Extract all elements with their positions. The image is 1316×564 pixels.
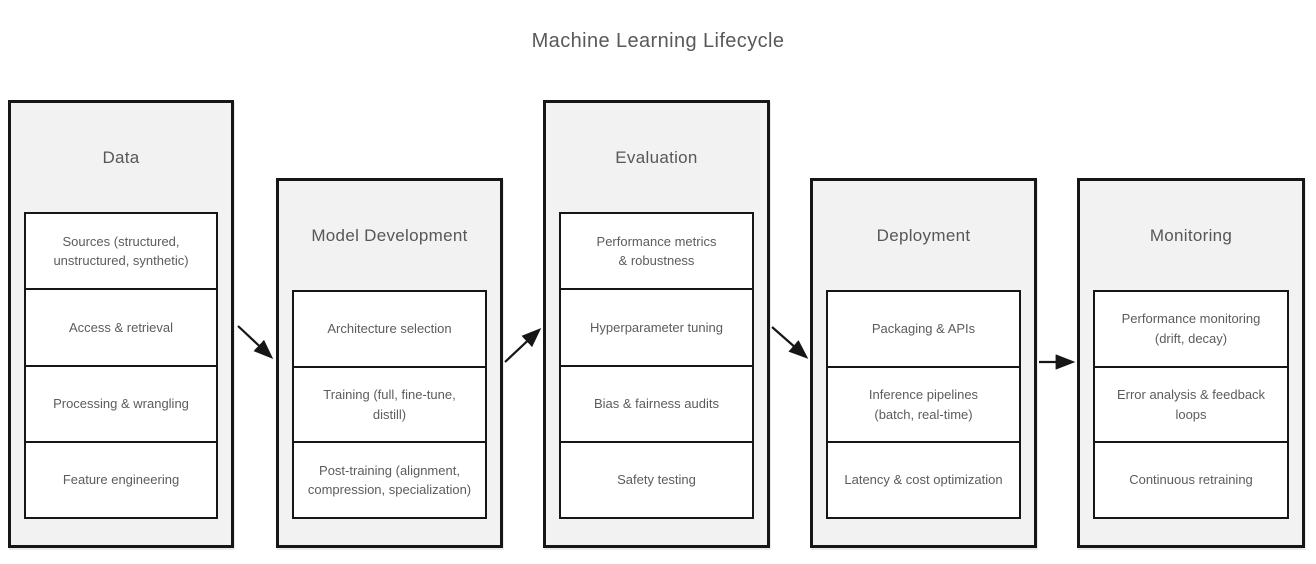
stage-model-development: Model Development Architecture selection… bbox=[276, 178, 503, 548]
stage-item: Post-training (alignment, compression, s… bbox=[292, 441, 487, 520]
stage-monitoring-title: Monitoring bbox=[1149, 225, 1233, 245]
stage-item: Performance metrics & robustness bbox=[559, 212, 754, 291]
stage-deployment-title: Deployment bbox=[876, 225, 971, 245]
arrow-evaluation-to-deployment-icon bbox=[771, 326, 809, 359]
stage-item: Performance monitoring (drift, decay) bbox=[1093, 290, 1289, 368]
stage-data-title: Data bbox=[102, 147, 140, 167]
stage-item: Processing & wrangling bbox=[24, 364, 218, 443]
stage-item: Architecture selection bbox=[292, 290, 487, 368]
stage-deployment-items: Packaging & APIs Inference pipelines (ba… bbox=[826, 290, 1021, 520]
arrow-model-development-to-evaluation-icon bbox=[504, 327, 542, 363]
stage-evaluation-items: Performance metrics & robustness Hyperpa… bbox=[559, 212, 754, 519]
stage-item: Hyperparameter tuning bbox=[559, 288, 754, 367]
stage-item: Feature engineering bbox=[24, 440, 218, 519]
stage-item: Continuous retraining bbox=[1093, 441, 1289, 520]
stage-item: Latency & cost optimization bbox=[826, 441, 1021, 520]
stage-model-development-title: Model Development bbox=[311, 225, 468, 245]
stage-item: Error analysis & feedback loops bbox=[1093, 365, 1289, 444]
arrow-deployment-to-monitoring-icon bbox=[1039, 354, 1076, 370]
stage-item: Sources (structured, unstructured, synth… bbox=[24, 212, 218, 291]
stage-data-items: Sources (structured, unstructured, synth… bbox=[24, 212, 218, 519]
stage-data: Data Sources (structured, unstructured, … bbox=[8, 100, 234, 548]
stage-item: Safety testing bbox=[559, 440, 754, 519]
stage-item: Bias & fairness audits bbox=[559, 364, 754, 443]
stage-evaluation: Evaluation Performance metrics & robustn… bbox=[543, 100, 770, 548]
stage-evaluation-title: Evaluation bbox=[615, 147, 698, 167]
arrow-data-to-model-development-icon bbox=[237, 325, 274, 360]
stage-deployment: Deployment Packaging & APIs Inference pi… bbox=[810, 178, 1037, 548]
stage-item: Inference pipelines (batch, real-time) bbox=[826, 365, 1021, 444]
diagram-title: Machine Learning Lifecycle bbox=[531, 30, 785, 52]
stage-monitoring-items: Performance monitoring (drift, decay) Er… bbox=[1093, 290, 1289, 520]
stage-item: Training (full, fine-tune, distill) bbox=[292, 365, 487, 444]
stage-item: Access & retrieval bbox=[24, 288, 218, 367]
stage-model-development-items: Architecture selection Training (full, f… bbox=[292, 290, 487, 520]
stage-monitoring: Monitoring Performance monitoring (drift… bbox=[1077, 178, 1305, 548]
stage-item: Packaging & APIs bbox=[826, 290, 1021, 368]
